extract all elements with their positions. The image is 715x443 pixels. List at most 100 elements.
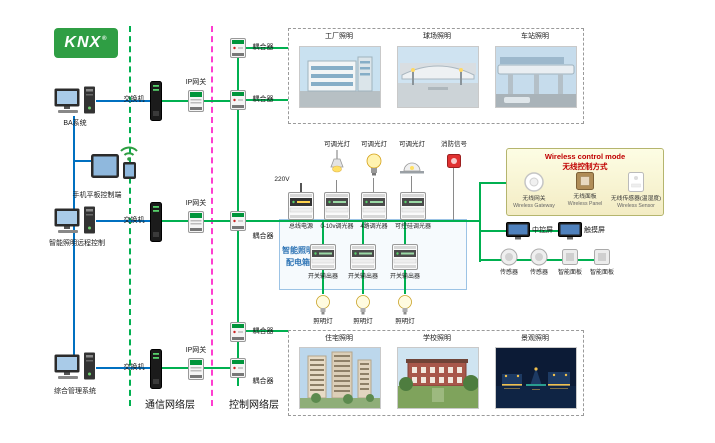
knx-logo: KNX® bbox=[54, 28, 118, 58]
coupler-icon bbox=[230, 211, 246, 231]
actuator-label: 开关输出器 bbox=[389, 274, 420, 280]
switch-actuator-icon bbox=[310, 244, 336, 270]
distribution-box-title-line1: 智能照明 bbox=[282, 246, 314, 255]
lan-line-row2 bbox=[96, 220, 150, 222]
lan-line-row3 bbox=[96, 367, 150, 369]
wire-lamp1 bbox=[336, 180, 337, 193]
wireless-sensor-label-en: Wireless Sensor bbox=[617, 203, 655, 209]
wireless-panel-label-cn: 无线面板 bbox=[573, 194, 597, 200]
scene-label-station: 车站照明 bbox=[521, 33, 549, 40]
central-screen-label: 中控屏 bbox=[532, 227, 553, 234]
lan-line-row1 bbox=[96, 100, 150, 102]
bus-switch-gateway-row3 bbox=[162, 367, 188, 369]
coupler-label: 耦合器 bbox=[252, 328, 274, 335]
bulb-label: 照明灯 bbox=[313, 318, 333, 325]
switch-icon bbox=[150, 81, 162, 121]
module-label-010v-dimmer: 0-10v调光器 bbox=[320, 224, 354, 230]
top-scenes-box bbox=[288, 28, 584, 124]
fixture-label: 可调光灯 bbox=[324, 141, 350, 148]
photo-residential-lighting bbox=[299, 347, 381, 409]
bulb-label: 照明灯 bbox=[353, 318, 373, 325]
wireless-gateway-label-cn: 无线网关 bbox=[522, 196, 546, 202]
wire-fire-signal bbox=[453, 168, 454, 220]
endpoint-label-sensor: 传感器 bbox=[499, 270, 518, 276]
lan-tablet-stub bbox=[73, 160, 91, 162]
pc-icon bbox=[54, 86, 96, 118]
wire-bulb3 bbox=[404, 270, 406, 294]
actuator-label: 开关输出器 bbox=[307, 274, 338, 280]
workstation-label-mobile: 手机平板控制端 bbox=[72, 192, 122, 199]
actuator-label: 开关输出器 bbox=[347, 274, 378, 280]
wireless-gateway-item: 无线网关 Wireless Gateway bbox=[509, 172, 559, 209]
pendant-lamp-icon bbox=[327, 150, 347, 180]
ip-gateway-label: IP网关 bbox=[185, 200, 207, 207]
coupler-icon bbox=[230, 358, 246, 378]
power-feed-label: 220V bbox=[274, 176, 290, 183]
switch-actuator-icon bbox=[350, 244, 376, 270]
scr-dimmer-module-icon bbox=[400, 192, 426, 220]
wireless-gateway-label-en: Wireless Gateway bbox=[513, 203, 555, 209]
coupler-label: 耦合器 bbox=[252, 96, 274, 103]
sensor-icon bbox=[500, 248, 518, 266]
endpoint-label-panel: 智能面板 bbox=[589, 270, 614, 276]
bus-stub-top-box-2 bbox=[246, 99, 288, 101]
distribution-box-title-line2: 配电箱 bbox=[286, 258, 310, 267]
control-layer-label: 控制网络层 bbox=[229, 400, 279, 411]
wire-lamp3 bbox=[411, 176, 412, 193]
wireless-panel-label-en: Wireless Panel bbox=[567, 201, 603, 207]
wire-220v bbox=[300, 183, 302, 193]
bus-gateway-backbone-row1 bbox=[203, 100, 239, 102]
wire-actuator2 bbox=[362, 222, 364, 244]
bus-stub-top-box-1 bbox=[246, 47, 288, 49]
bus-stub-wireless-box bbox=[479, 182, 507, 184]
ip-gateway-icon bbox=[188, 211, 204, 233]
ip-gateway-label: IP网关 bbox=[185, 79, 207, 86]
pc-icon bbox=[54, 352, 96, 384]
touch-screen-label: 触摸屏 bbox=[584, 227, 605, 234]
ip-gateway-icon bbox=[188, 90, 204, 112]
wireless-gateway-icon bbox=[524, 172, 544, 192]
workstation-label-management: 综合管理系统 bbox=[54, 388, 96, 395]
central-screen-icon bbox=[506, 222, 530, 240]
wireless-panel-icon bbox=[576, 172, 594, 190]
photo-landscape-lighting bbox=[495, 347, 577, 409]
smart-panel-icon bbox=[594, 249, 610, 265]
coupler-label: 耦合器 bbox=[252, 378, 274, 385]
bus-switch-gateway-row1 bbox=[162, 100, 188, 102]
wireless-sensor-item: 无线传感器(温湿度) Wireless Sensor bbox=[611, 172, 661, 209]
coupler-icon bbox=[230, 38, 246, 58]
photo-stadium-lighting bbox=[397, 46, 479, 108]
fire-signal-label: 消防信号 bbox=[441, 141, 467, 148]
switch-icon bbox=[150, 202, 162, 242]
coupler-icon bbox=[230, 90, 246, 110]
bulb-label: 照明灯 bbox=[395, 318, 415, 325]
light-bulb-icon bbox=[355, 294, 371, 316]
bus-stub-bottom-box bbox=[246, 330, 288, 332]
wire-actuator3 bbox=[404, 222, 406, 244]
wire-bulb1 bbox=[322, 270, 324, 294]
bottom-scenes-box bbox=[288, 330, 584, 416]
sensor-icon bbox=[530, 248, 548, 266]
endpoint-label-panel: 智能面板 bbox=[557, 270, 582, 276]
switch-label: 交换机 bbox=[123, 217, 145, 224]
wire-actuator1 bbox=[322, 222, 324, 244]
bus-power-module-icon bbox=[288, 192, 314, 220]
switch-label: 交换机 bbox=[123, 96, 145, 103]
wireless-control-box: Wireless control mode 无线控制方式 无线网关 Wirele… bbox=[506, 148, 664, 216]
control-layer-boundary-line bbox=[211, 26, 213, 406]
dimmer-module-icon bbox=[324, 192, 350, 220]
bus-main-line bbox=[203, 220, 480, 222]
photo-school-lighting bbox=[397, 347, 479, 409]
wireless-sensor-label-cn: 无线传感器(温湿度) bbox=[610, 196, 662, 202]
tablet-phone-icon bbox=[90, 142, 140, 180]
fixture-label: 可调光灯 bbox=[361, 141, 387, 148]
fixture-label: 可调光灯 bbox=[399, 141, 425, 148]
scene-label-factory: 工厂照明 bbox=[325, 33, 353, 40]
ip-gateway-icon bbox=[188, 358, 204, 380]
smart-panel-icon bbox=[562, 249, 578, 265]
registered-mark: ® bbox=[102, 36, 108, 42]
coupler-label: 耦合器 bbox=[252, 233, 274, 240]
scene-label-residential: 住宅照明 bbox=[325, 335, 353, 342]
wire-lamp2 bbox=[373, 178, 374, 193]
